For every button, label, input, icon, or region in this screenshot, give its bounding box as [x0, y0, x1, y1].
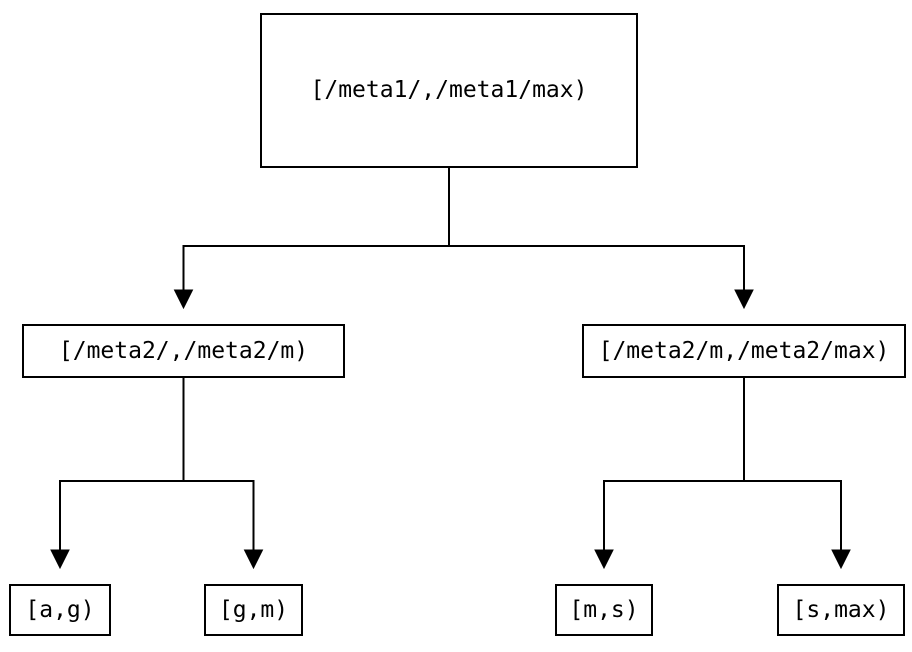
node-leaf-ms: [m,s) [555, 584, 653, 636]
arrowhead-icon [50, 549, 70, 570]
node-leaf-gm: [g,m) [204, 584, 303, 636]
edge-left-child-to-leaves [50, 378, 264, 570]
arrowhead-icon [173, 289, 194, 310]
node-leaf-ag: [a,g) [9, 584, 111, 636]
edge-right-child-to-leaves [594, 378, 851, 570]
node-leaf-ag-label: [a,g) [25, 596, 95, 623]
node-right-child-label: [/meta2/m,/meta2/max) [598, 337, 890, 364]
arrowhead-icon [831, 549, 851, 570]
arrowhead-icon [243, 549, 264, 570]
node-leaf-ms-label: [m,s) [569, 596, 639, 623]
edge-root-to-children [173, 168, 754, 310]
arrowhead-icon [594, 549, 614, 570]
node-leaf-smax: [s,max) [777, 584, 905, 636]
node-left-child: [/meta2/,/meta2/m) [22, 324, 345, 378]
node-root: [/meta1/,/meta1/max) [260, 13, 638, 168]
arrowhead-icon [734, 289, 754, 310]
node-right-child: [/meta2/m,/meta2/max) [582, 324, 906, 378]
node-root-label: [/meta1/,/meta1/max) [310, 77, 588, 103]
node-left-child-label: [/meta2/,/meta2/m) [58, 337, 309, 364]
node-leaf-smax-label: [s,max) [792, 596, 890, 623]
node-leaf-gm-label: [g,m) [218, 596, 289, 623]
